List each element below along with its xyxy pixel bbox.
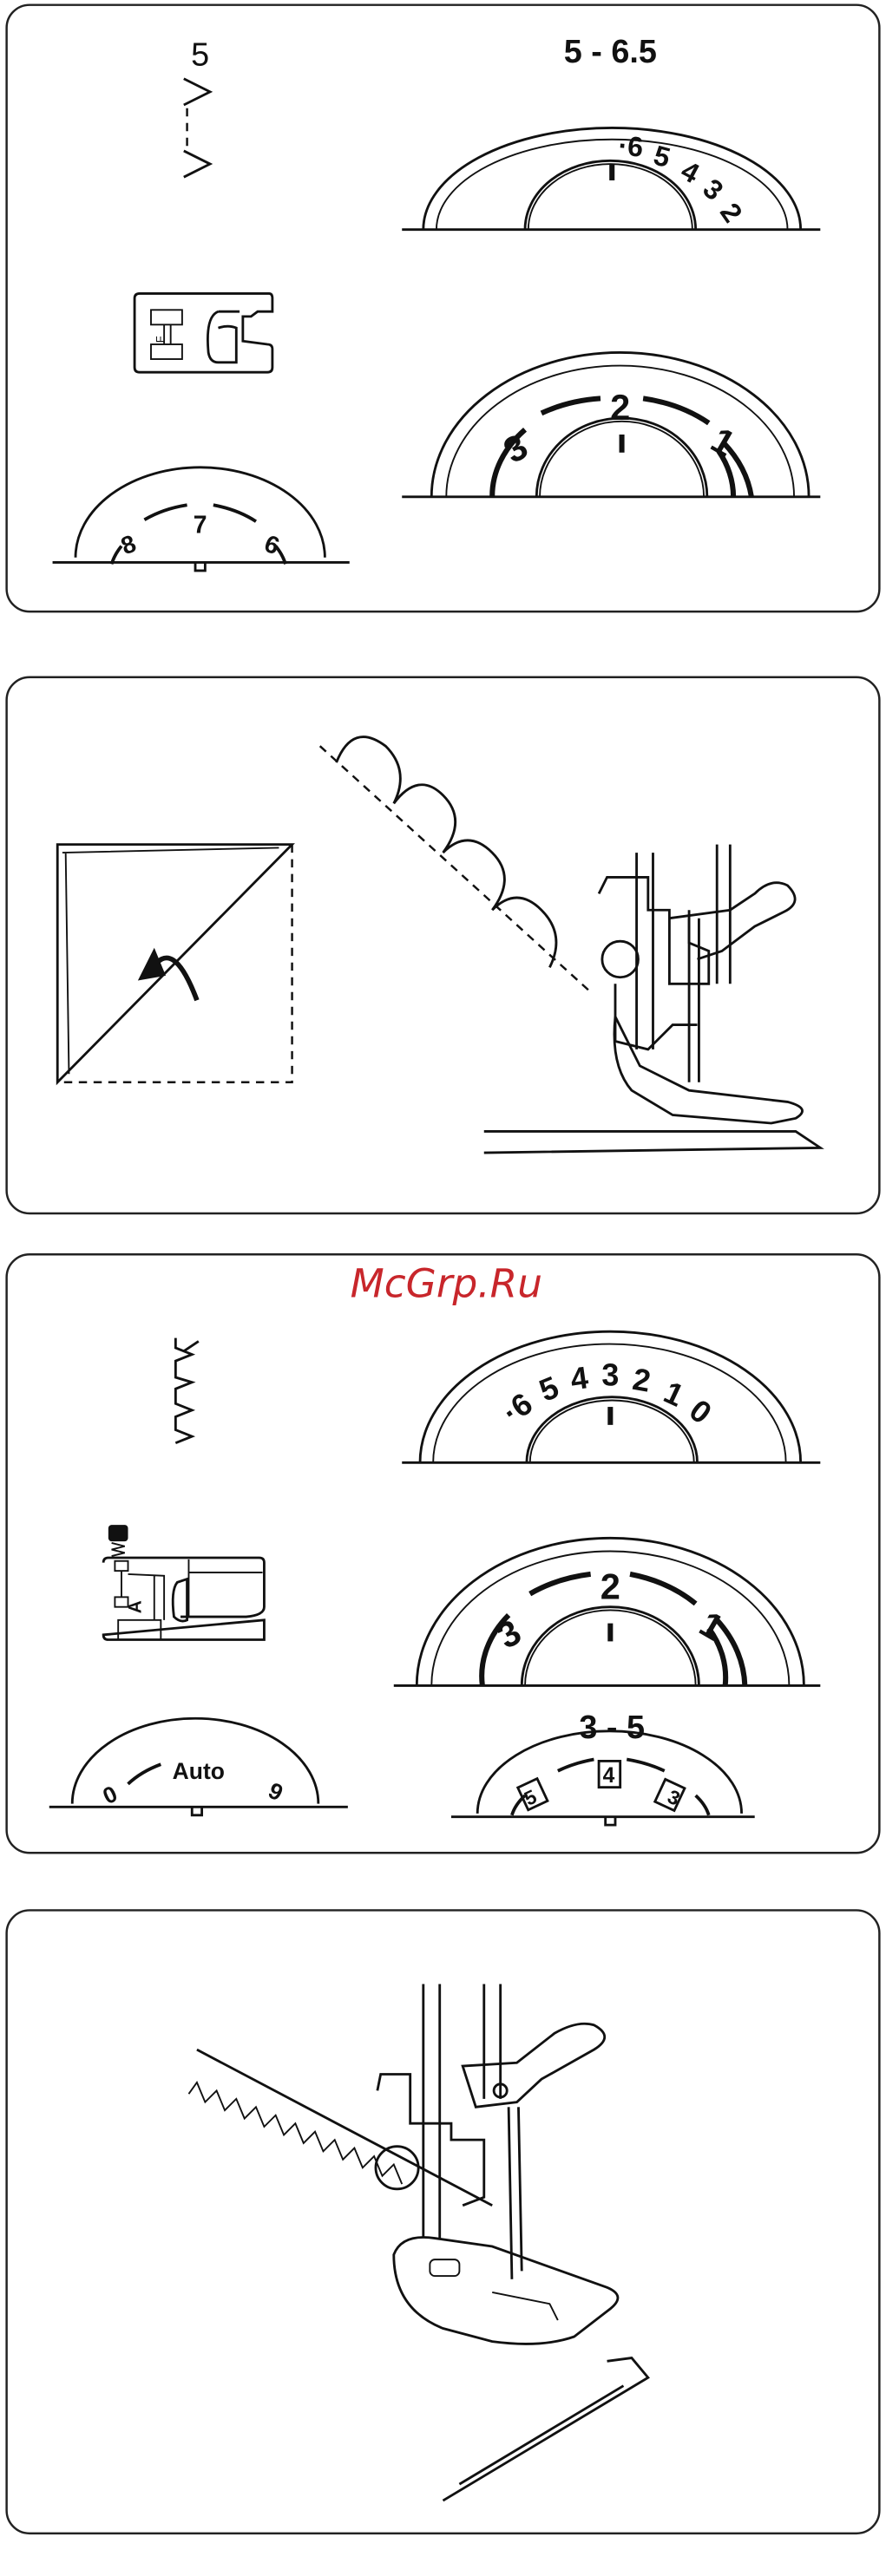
- panel-frame: [5, 1909, 881, 2535]
- dial-number: 2: [610, 387, 630, 428]
- dial-number: 4: [603, 1764, 615, 1788]
- triple-zigzag-symbol-icon: [174, 1337, 200, 1444]
- foot-letter: F: [154, 336, 167, 343]
- panel-frame: [5, 3, 881, 613]
- dial-number: 2: [601, 1566, 620, 1606]
- thumbscrew-icon: [601, 939, 640, 979]
- pressure-range-label: 3 - 5: [579, 1710, 645, 1746]
- presser-foot-f-icon: F: [133, 291, 274, 374]
- fold-arrow-icon: [137, 947, 167, 981]
- watermark: McGrp.Ru: [351, 1260, 542, 1306]
- sewing-machine-foot-illustration: [374, 1984, 620, 2345]
- length-range-label: 5 - 6.5: [564, 34, 657, 70]
- stitch-width-label: 5: [191, 37, 209, 74]
- panel-fabric-fold-illustration: [5, 676, 881, 1215]
- dial-number: ·6: [617, 129, 645, 162]
- dial-label-auto: Auto: [173, 1758, 225, 1784]
- panel-frame: [5, 676, 881, 1215]
- presser-foot-a-icon: A: [102, 1525, 266, 1641]
- sewing-machine-foot-illustration: [318, 736, 824, 1154]
- panel-stitch-settings-2: McGrp.Ru ·6 5 4 3 2 1 0: [5, 1253, 881, 1854]
- dial-number: 7: [194, 511, 207, 539]
- pattern-selector-dial: 8 7 6: [52, 466, 350, 572]
- folded-fabric-illustration: [56, 843, 295, 1086]
- thumbscrew-icon: [374, 2145, 420, 2191]
- foot-letter: A: [126, 1600, 146, 1613]
- blind-stitch-symbol-icon: [183, 77, 213, 179]
- panel-stitch-settings-1: 5 5 - 6.5 ·6 5 4 3 2 F: [5, 3, 881, 613]
- fabric-edge-illustration: [187, 2048, 650, 2502]
- panel-sewing-illustration: [5, 1909, 881, 2535]
- panel-frame: [5, 1253, 881, 1854]
- dial-number: 3: [601, 1357, 619, 1392]
